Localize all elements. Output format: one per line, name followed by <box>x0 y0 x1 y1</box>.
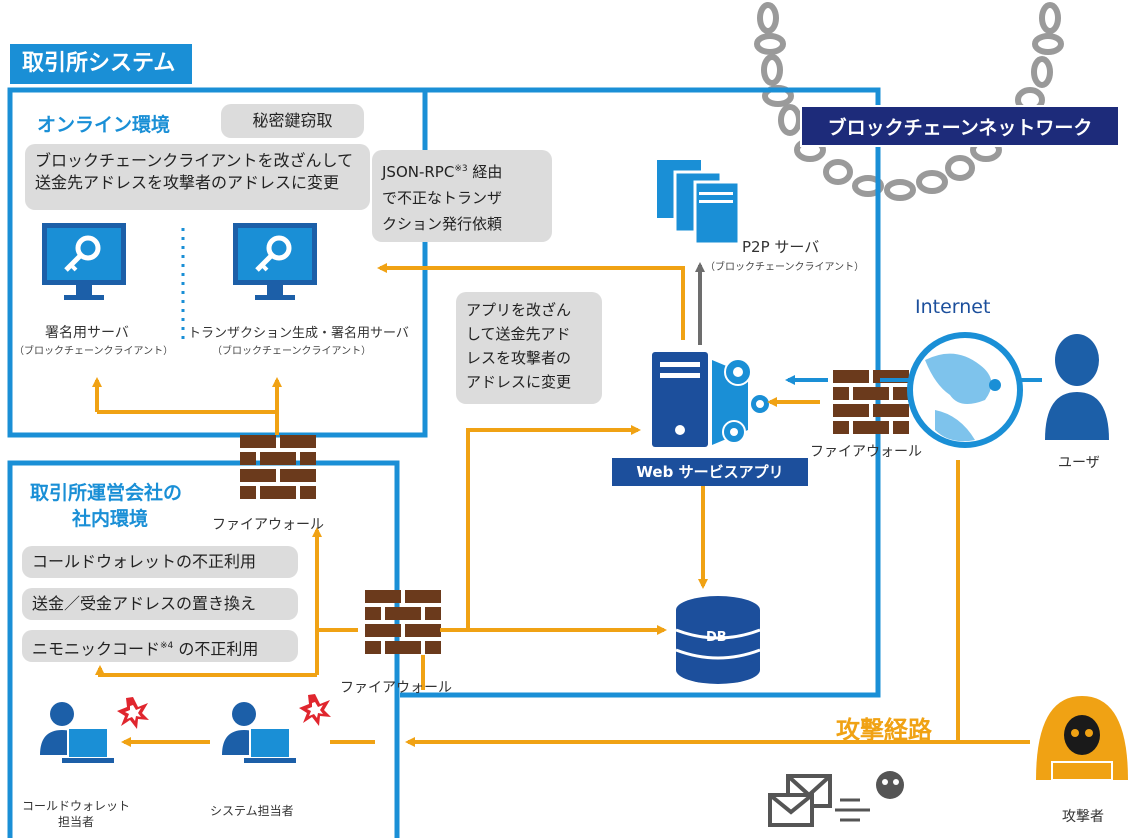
secret-key-theft-label: 秘密鍵窃取 <box>221 104 364 138</box>
client-tamper-line-1: ブロックチェーンクライアントを改ざんして <box>35 151 354 170</box>
system-staff-icon <box>221 701 297 764</box>
client-tamper-line-2: 送金先アドレスを攻撃者のアドレスに変更 <box>35 173 340 192</box>
app-tamper-line-2: して送金先アド <box>466 325 571 343</box>
firewall-top-label: ファイアウォール <box>212 517 324 533</box>
internet-globe-icon <box>907 332 1023 448</box>
app-tamper-line-1: アプリを改ざん <box>466 301 572 319</box>
threat-mnemonic: ニモニックコード※4 の不正利用 <box>22 630 298 662</box>
system-staff-label: システム担当者 <box>210 804 294 818</box>
json-rpc-prefix: JSON-RPC <box>382 163 455 181</box>
cold-wallet-staff-line-2: 担当者 <box>58 815 95 829</box>
firewall-right-label: ファイアウォール <box>810 444 922 460</box>
firewall-mid-label: ファイアウォール <box>340 680 452 696</box>
tx-signing-server-sublabel: （ブロックチェーンクライアント） <box>212 346 372 357</box>
company-env-line-1: 取引所運営会社の <box>30 482 183 504</box>
firewall-top-icon <box>240 435 316 499</box>
app-tamper-note: アプリを改ざん して送金先アド レスを攻撃者の アドレスに変更 <box>456 292 602 404</box>
blockchain-network-label: ブロックチェーンネットワーク <box>800 105 1120 147</box>
malicious-mail-icon <box>768 771 904 827</box>
web-server-icon <box>652 352 771 447</box>
user-label: ユーザ <box>1058 455 1100 471</box>
signing-server-label: 署名用サーバ <box>45 325 129 341</box>
breach-burst-icon <box>117 697 149 729</box>
system-title: 取引所システム <box>10 44 192 84</box>
cold-wallet-staff-label: コールドウォレット 担当者 <box>22 798 130 830</box>
threat-mnemonic-sup: ※4 <box>160 641 174 651</box>
signing-server-sublabel: （ブロックチェーンクライアント） <box>14 346 174 357</box>
db-label: DB <box>706 630 727 645</box>
cold-wallet-staff-icon <box>39 701 115 764</box>
internet-label: Internet <box>915 296 991 318</box>
threat-mnemonic-suffix: の不正利用 <box>173 639 259 659</box>
json-rpc-suffix: 経由 <box>472 163 503 181</box>
web-service-app-label: Web サービスアプリ <box>612 458 808 486</box>
tx-signing-server-label: トランザクション生成・署名用サーバ <box>188 326 409 341</box>
threat-address-swap: 送金／受金アドレスの置き換え <box>22 588 298 620</box>
p2p-server-icon <box>657 160 741 246</box>
attacker-label: 攻撃者 <box>1062 809 1104 825</box>
online-env-box <box>7 87 428 438</box>
app-tamper-line-3: レスを攻撃者の <box>466 349 572 367</box>
client-tamper-note: ブロックチェーンクライアントを改ざんして 送金先アドレスを攻撃者のアドレスに変更 <box>25 144 370 210</box>
user-icon <box>1045 334 1109 440</box>
breach-burst-icon <box>299 694 331 726</box>
attacker-icon <box>1036 696 1128 781</box>
db-icon <box>675 596 761 684</box>
arrows-orange <box>92 263 1030 747</box>
online-env-title: オンライン環境 <box>37 114 171 136</box>
company-env-title: 取引所運営会社の 社内環境 <box>30 480 182 532</box>
attack-route-label: 攻撃経路 <box>836 716 932 744</box>
cold-wallet-staff-line-1: コールドウォレット <box>22 799 131 813</box>
signing-server-icon <box>42 223 126 300</box>
company-env-line-2: 社内環境 <box>72 508 149 530</box>
json-rpc-sup: ※3 <box>454 164 468 174</box>
tx-signing-server-icon <box>233 223 317 300</box>
p2p-server-label: P2P サーバ <box>742 238 820 256</box>
app-tamper-line-4: アドレスに変更 <box>466 373 572 391</box>
threat-cold-wallet: コールドウォレットの不正利用 <box>22 546 298 578</box>
json-rpc-line-2: で不正なトランザ <box>382 189 503 207</box>
json-rpc-line-3: クション発行依頼 <box>382 215 503 233</box>
blockchain-chain <box>754 2 1064 201</box>
threat-mnemonic-prefix: ニモニックコード <box>32 639 161 659</box>
p2p-server-sublabel: （ブロックチェーンクライアント） <box>705 262 865 273</box>
json-rpc-note: JSON-RPC※3 経由 で不正なトランザ クション発行依頼 <box>372 150 552 242</box>
firewall-mid-icon <box>365 590 441 654</box>
